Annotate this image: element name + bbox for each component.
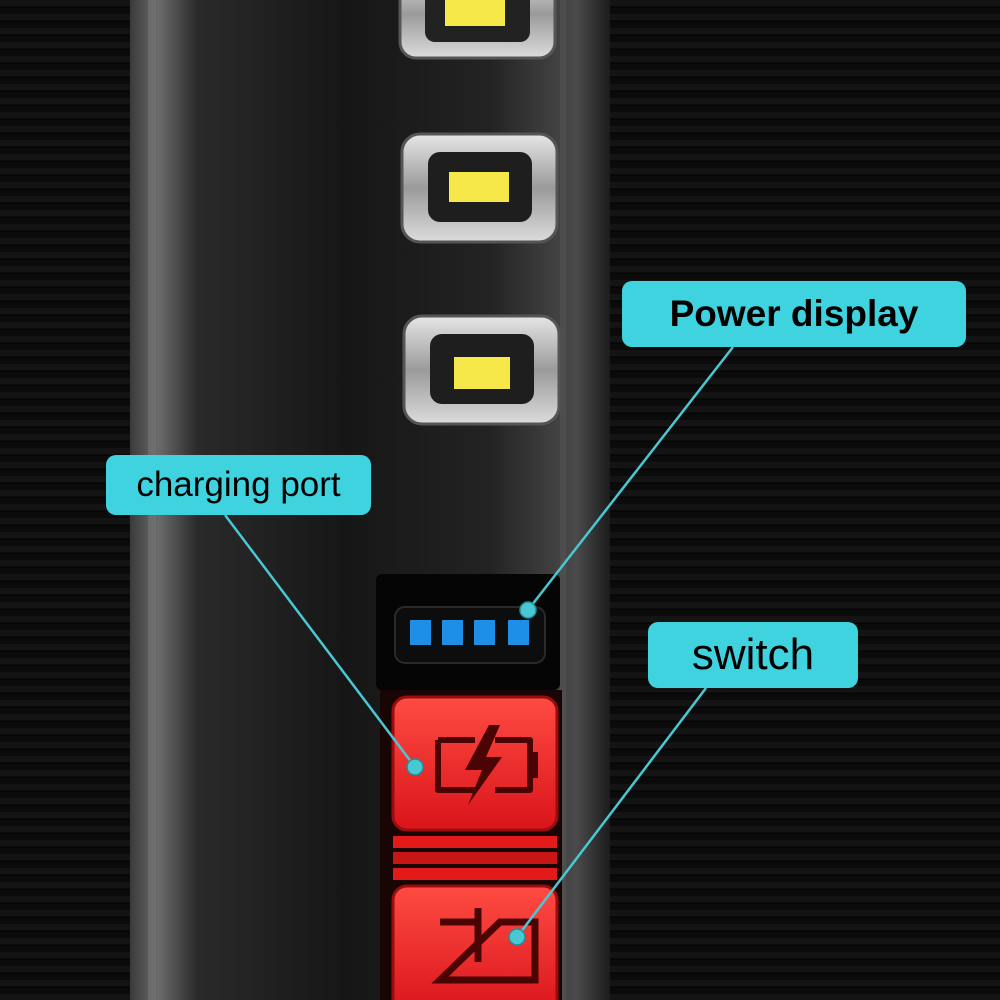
battery-bar-4 xyxy=(508,620,529,645)
callout-switch: switch xyxy=(648,622,858,688)
power-display xyxy=(376,574,560,690)
led-module-3 xyxy=(402,314,561,426)
battery-bar-3 xyxy=(474,620,495,645)
button-ridges xyxy=(393,836,557,880)
leader-lines xyxy=(224,346,734,938)
battery-bar-2 xyxy=(442,620,463,645)
charging-port-button[interactable] xyxy=(391,695,559,832)
battery-bar-1 xyxy=(410,620,431,645)
led-module-2 xyxy=(400,132,559,244)
callout-power-display: Power display xyxy=(622,281,966,347)
led-module-1 xyxy=(398,0,557,60)
callout-charging-port: charging port xyxy=(106,455,371,515)
power-switch-button[interactable] xyxy=(391,884,559,1000)
charging-battery-icon xyxy=(435,725,538,805)
leader-dots xyxy=(406,601,537,946)
power-switch-icon xyxy=(431,908,539,984)
